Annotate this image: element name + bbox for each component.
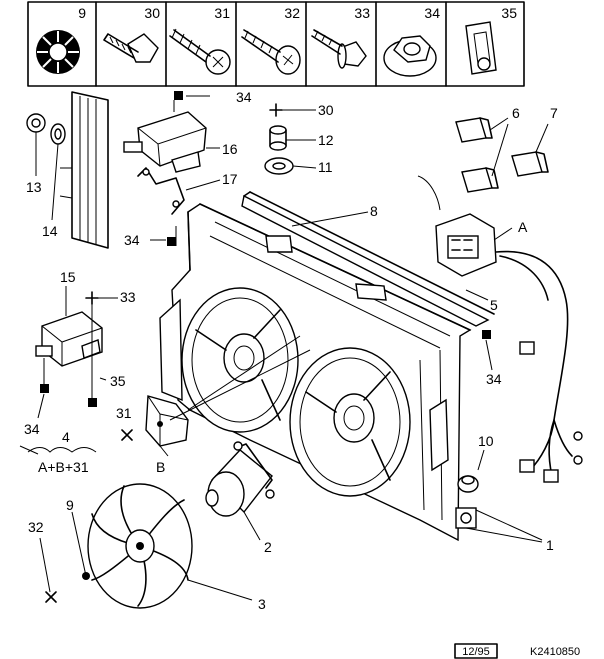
brace-4 bbox=[27, 447, 97, 453]
callout-1: 1 bbox=[546, 537, 554, 553]
grommet-14 bbox=[50, 123, 66, 145]
header-label-31: 31 bbox=[214, 5, 230, 21]
callout-3: 3 bbox=[258, 596, 266, 612]
callout-16: 16 bbox=[222, 141, 238, 157]
callout-10: 10 bbox=[478, 433, 494, 449]
header-label-35: 35 bbox=[501, 5, 517, 21]
callout-labels: 34 16 17 34 30 12 11 8 13 14 15 33 35 34… bbox=[24, 89, 558, 612]
callout-34-mid: 34 bbox=[124, 232, 140, 248]
callout-17: 17 bbox=[222, 171, 238, 187]
page-number: 12/95 bbox=[462, 646, 490, 658]
callout-4-sub: A+B+31 bbox=[38, 459, 89, 475]
grommet-10 bbox=[457, 475, 479, 493]
fan-control-module-16 bbox=[123, 111, 207, 173]
callout-11: 11 bbox=[318, 159, 333, 175]
callout-9: 9 bbox=[66, 497, 74, 513]
callout-32: 32 bbox=[28, 519, 44, 535]
hex-bolt-icon bbox=[103, 33, 159, 63]
relay-6b bbox=[461, 167, 499, 193]
grommet-11 bbox=[264, 157, 294, 175]
damper-block-b bbox=[145, 395, 189, 447]
flange-screw-icon bbox=[311, 29, 367, 69]
spacer-12 bbox=[269, 125, 287, 151]
footer: 12/95 K2410850 bbox=[454, 643, 580, 659]
callout-2: 2 bbox=[264, 539, 272, 555]
header-label-30: 30 bbox=[144, 5, 160, 21]
header-label-33: 33 bbox=[354, 5, 370, 21]
radiator-core bbox=[59, 91, 109, 249]
fan-ring-right bbox=[289, 347, 411, 497]
callout-b: B bbox=[156, 459, 165, 475]
clip-nut-icon bbox=[465, 21, 497, 75]
serrated-washer-icon bbox=[36, 30, 80, 74]
relay-7 bbox=[511, 151, 549, 177]
header-label-32: 32 bbox=[284, 5, 300, 21]
callout-33: 33 bbox=[120, 289, 136, 305]
header-label-9: 9 bbox=[78, 5, 86, 21]
callout-31: 31 bbox=[116, 405, 132, 421]
header-label-34: 34 bbox=[424, 5, 440, 21]
mounting-bracket-17 bbox=[137, 167, 185, 215]
callout-34-top: 34 bbox=[236, 89, 252, 105]
relay-box-a bbox=[417, 175, 497, 277]
fan-motor-2 bbox=[205, 441, 275, 517]
callout-34-right: 34 bbox=[486, 371, 502, 387]
grommet-13 bbox=[26, 113, 46, 133]
callout-8: 8 bbox=[370, 203, 378, 219]
callout-6: 6 bbox=[512, 105, 520, 121]
self-tapping-screw-icon bbox=[169, 28, 231, 75]
callout-14: 14 bbox=[42, 223, 58, 239]
callout-7: 7 bbox=[550, 105, 558, 121]
resistor-module-15 bbox=[35, 311, 103, 367]
top-bar-8 bbox=[241, 191, 495, 327]
callout-a: A bbox=[518, 219, 528, 235]
callout-35: 35 bbox=[110, 373, 126, 389]
callout-15: 15 bbox=[60, 269, 76, 285]
drawing-reference: K2410850 bbox=[530, 646, 580, 658]
relay-fixing-35-square bbox=[482, 330, 491, 339]
fan-ring-left bbox=[181, 287, 299, 433]
callout-13: 13 bbox=[26, 179, 42, 195]
relay-6a bbox=[455, 117, 493, 143]
countersunk-screw-icon bbox=[241, 29, 301, 75]
callout-4: 4 bbox=[62, 429, 70, 445]
callout-12: 12 bbox=[318, 132, 334, 148]
fastener-markers bbox=[40, 91, 283, 603]
leader-lines bbox=[19, 95, 549, 601]
callout-5: 5 bbox=[490, 297, 498, 313]
wiring-harness-5 bbox=[495, 250, 583, 483]
callout-30: 30 bbox=[318, 102, 334, 118]
flange-nut-icon bbox=[383, 35, 437, 77]
callout-34-left: 34 bbox=[24, 421, 40, 437]
parts-header-row: 9 30 31 32 33 34 35 bbox=[27, 1, 525, 87]
fan-blade-3 bbox=[87, 483, 193, 609]
